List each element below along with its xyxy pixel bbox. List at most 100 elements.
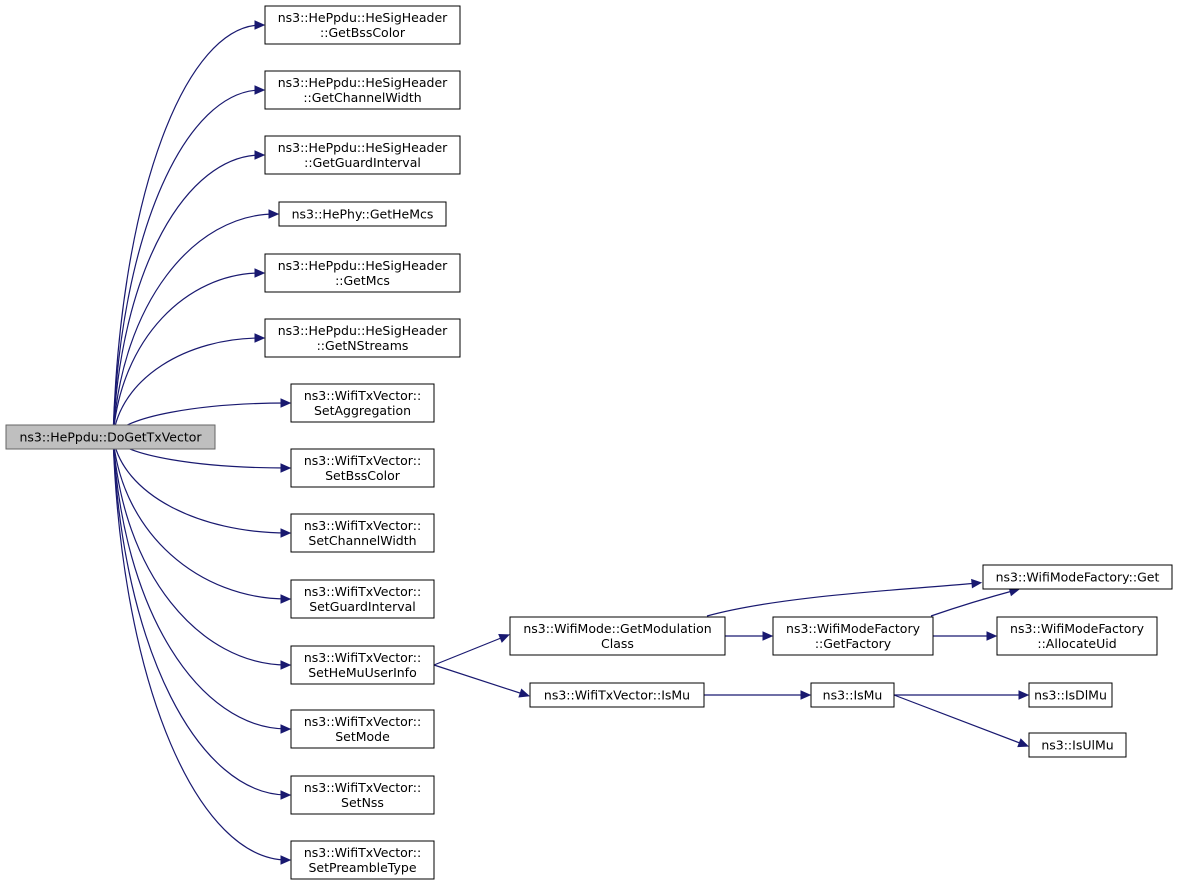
node-box[interactable] <box>264 70 461 110</box>
edge-isMu-to-isUlMu <box>893 694 1026 746</box>
node-label: ns3::HePpdu::HeSigHeader <box>278 140 448 155</box>
node-getNStreams[interactable]: ns3::HePpdu::HeSigHeader::GetNStreams <box>264 318 461 358</box>
arrowhead-getFactory <box>762 631 774 641</box>
node-setGuardInterval[interactable]: ns3::WifiTxVector::SetGuardInterval <box>290 579 435 619</box>
node-box[interactable] <box>290 579 435 619</box>
node-label: ns3::HePpdu::HeSigHeader <box>278 75 448 90</box>
node-label: ns3::WifiTxVector:: <box>304 650 421 665</box>
node-getHeMcs[interactable]: ns3::HePhy::GetHeMcs <box>278 201 447 227</box>
node-label: SetPreambleType <box>308 860 416 875</box>
node-box[interactable] <box>290 448 435 488</box>
node-label: ns3::IsDlMu <box>1034 688 1107 703</box>
edge-setHeMuUserInfo-to-wifiTxVectorIsMu <box>433 664 527 696</box>
node-getGuardInterval[interactable]: ns3::HePpdu::HeSigHeader::GetGuardInterv… <box>264 135 461 175</box>
node-label: ::GetChannelWidth <box>303 90 421 105</box>
node-label: ::AllocateUid <box>1037 636 1116 651</box>
node-setPreambleType[interactable]: ns3::WifiTxVector::SetPreambleType <box>290 840 435 880</box>
node-setAggregation[interactable]: ns3::WifiTxVector::SetAggregation <box>290 383 435 423</box>
node-isUlMu[interactable]: ns3::IsUlMu <box>1028 732 1127 758</box>
node-box[interactable] <box>264 5 461 45</box>
edge-root-to-setGuardInterval <box>112 436 288 600</box>
node-label: ns3::WifiModeFactory <box>786 621 921 636</box>
edge-root-to-setPreambleType <box>112 436 288 861</box>
node-label: ns3::WifiTxVector::IsMu <box>544 688 690 703</box>
arrowhead-setNss <box>280 790 292 800</box>
arrowhead-getGuardInterval <box>254 150 266 160</box>
node-label: ::GetGuardInterval <box>304 155 421 170</box>
node-label: ::GetMcs <box>335 273 390 288</box>
node-isMu[interactable]: ns3::IsMu <box>810 682 895 708</box>
node-setMode[interactable]: ns3::WifiTxVector::SetMode <box>290 709 435 749</box>
node-label: SetGuardInterval <box>309 599 416 614</box>
node-label: ns3::HePpdu::HeSigHeader <box>278 323 448 338</box>
node-label: SetNss <box>341 795 384 810</box>
node-box[interactable] <box>290 709 435 749</box>
node-getMcs[interactable]: ns3::HePpdu::HeSigHeader::GetMcs <box>264 253 461 293</box>
arrowhead-setPreambleType <box>280 855 292 865</box>
node-label: ns3::IsMu <box>823 688 883 703</box>
node-box[interactable] <box>1028 732 1127 758</box>
node-label: ns3::WifiTxVector:: <box>304 845 421 860</box>
edge-root-to-getMcs <box>112 272 262 438</box>
node-box[interactable] <box>264 135 461 175</box>
arrowhead-isUlMu <box>1017 738 1029 748</box>
node-setBssColor[interactable]: ns3::WifiTxVector::SetBssColor <box>290 448 435 488</box>
node-wifiTxVectorIsMu[interactable]: ns3::WifiTxVector::IsMu <box>529 682 705 708</box>
arrowhead-getHeMcs <box>268 209 280 219</box>
node-label: Class <box>601 636 634 651</box>
arrowhead-getMcs <box>254 268 266 278</box>
node-getFactory[interactable]: ns3::WifiModeFactory::GetFactory <box>772 616 934 656</box>
node-box[interactable] <box>264 318 461 358</box>
node-box[interactable] <box>264 253 461 293</box>
node-box[interactable] <box>810 682 895 708</box>
arrowhead-wifiTxVectorIsMu <box>518 688 531 698</box>
node-label: ::GetFactory <box>815 636 892 651</box>
node-label: ns3::WifiMode::GetModulation <box>523 621 711 636</box>
node-box[interactable] <box>772 616 934 656</box>
node-modeFactoryGet[interactable]: ns3::WifiModeFactory::Get <box>982 564 1173 590</box>
node-label: ns3::HePpdu::HeSigHeader <box>278 10 448 25</box>
arrowhead-getBssColor <box>254 20 266 30</box>
edge-getFactory-to-modeFactoryGet <box>930 589 1017 617</box>
node-setNss[interactable]: ns3::WifiTxVector::SetNss <box>290 775 435 815</box>
node-getChannelWidth[interactable]: ns3::HePpdu::HeSigHeader::GetChannelWidt… <box>264 70 461 110</box>
node-label: ns3::WifiModeFactory::Get <box>996 570 1160 585</box>
node-box[interactable] <box>290 775 435 815</box>
node-box[interactable] <box>529 682 705 708</box>
node-label: ns3::WifiTxVector:: <box>304 388 421 403</box>
arrowhead-setHeMuUserInfo <box>280 660 292 670</box>
node-label: ns3::WifiModeFactory <box>1010 621 1145 636</box>
node-root[interactable]: ns3::HePpdu::DoGetTxVector <box>5 424 216 450</box>
edge-root-to-getHeMcs <box>112 213 276 438</box>
nodes-layer: ns3::HePpdu::DoGetTxVector ns3::HePpdu::H… <box>5 5 1173 880</box>
node-box[interactable] <box>290 513 435 553</box>
arrowhead-setGuardInterval <box>280 594 292 604</box>
node-getBssColor[interactable]: ns3::HePpdu::HeSigHeader::GetBssColor <box>264 5 461 45</box>
node-label: SetAggregation <box>314 403 411 418</box>
arrowhead-setAggregation <box>280 398 292 408</box>
arrowhead-isMu <box>800 690 812 700</box>
arrowhead-setBssColor <box>280 463 292 473</box>
edge-root-to-setHeMuUserInfo <box>112 436 288 666</box>
node-box[interactable] <box>278 201 447 227</box>
node-setChannelWidth[interactable]: ns3::WifiTxVector::SetChannelWidth <box>290 513 435 553</box>
node-label: ::GetNStreams <box>317 338 409 353</box>
arrowhead-isDlMu <box>1018 690 1030 700</box>
node-isDlMu[interactable]: ns3::IsDlMu <box>1028 682 1113 708</box>
edge-root-to-setMode <box>112 436 288 730</box>
node-box[interactable] <box>982 564 1173 590</box>
node-box[interactable] <box>996 616 1158 656</box>
node-box[interactable] <box>509 616 726 656</box>
node-box[interactable] <box>290 840 435 880</box>
edge-setHeMuUserInfo-to-getModulationClass <box>433 635 507 666</box>
node-box[interactable] <box>5 424 216 450</box>
node-label: ns3::WifiTxVector:: <box>304 518 421 533</box>
node-setHeMuUserInfo[interactable]: ns3::WifiTxVector::SetHeMuUserInfo <box>290 645 435 685</box>
node-box[interactable] <box>290 645 435 685</box>
node-box[interactable] <box>290 383 435 423</box>
node-label: ns3::WifiTxVector:: <box>304 780 421 795</box>
node-box[interactable] <box>1028 682 1113 708</box>
node-allocateUid[interactable]: ns3::WifiModeFactory::AllocateUid <box>996 616 1158 656</box>
